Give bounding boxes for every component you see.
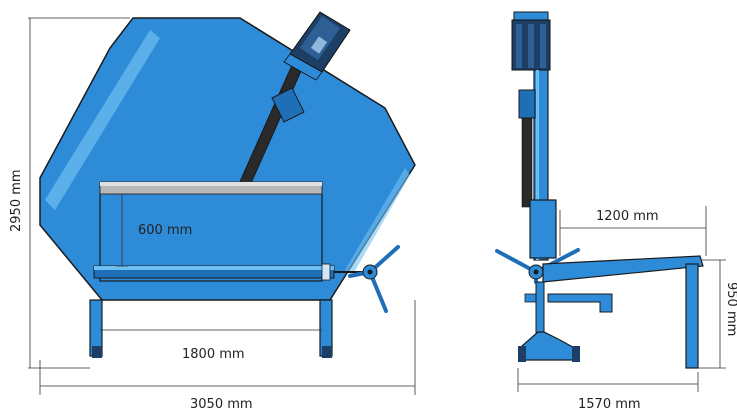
side-table-leg (685, 263, 699, 369)
front-foot-right (322, 346, 332, 358)
side-support-arm (547, 293, 613, 313)
dim-front-height: 2950 mm (9, 169, 24, 232)
side-foot-right (572, 346, 580, 362)
dim-side-table-height: 950 mm (724, 282, 737, 336)
front-motor (283, 11, 351, 81)
side-lower-column (535, 281, 545, 339)
front-handwheel[interactable] (334, 245, 400, 313)
dim-side-table-length: 1200 mm (596, 209, 659, 224)
side-motor (511, 11, 551, 71)
side-base (519, 331, 579, 361)
side-screw-housing (518, 89, 536, 119)
dim-front-inner-height: 600 mm (138, 223, 192, 238)
front-housing-highlight-left (45, 30, 160, 210)
dim-front-inner-width: 1800 mm (182, 347, 245, 362)
side-lower-housing (529, 199, 557, 259)
dim-side-total-width: 1570 mm (578, 397, 641, 412)
dim-front-total-width: 3050 mm (190, 397, 253, 412)
front-foot-left (92, 346, 102, 358)
front-inner-frame (99, 185, 323, 282)
side-foot-left (518, 346, 526, 362)
front-housing-highlight-right (345, 168, 410, 276)
front-view: 600 mm 1800 mm 2950 mm 3050 mm (9, 11, 416, 412)
side-small-bracket (524, 293, 538, 303)
front-clamp-stop (321, 263, 331, 281)
front-screw-nut (271, 87, 305, 123)
side-table-top (542, 255, 704, 283)
side-handwheel[interactable] (495, 248, 580, 284)
side-view: 1200 mm 950 mm 1570 mm (495, 11, 737, 412)
